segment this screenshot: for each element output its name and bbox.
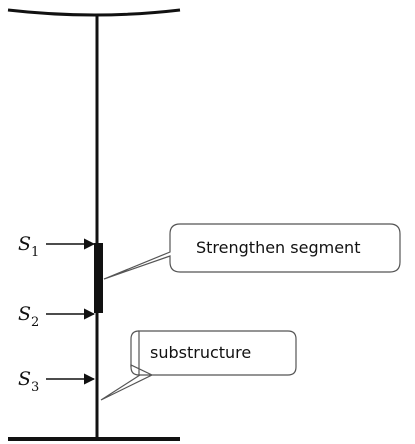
- s3-letter: S: [18, 368, 31, 390]
- strengthen-segment: [94, 243, 103, 313]
- strengthen-callout-bubble: [103, 223, 401, 280]
- s3-label: S3: [18, 368, 39, 395]
- strengthen-callout-text: Strengthen segment: [196, 238, 360, 257]
- substructure-callout-bubble: [100, 330, 297, 401]
- s2-label: S2: [18, 303, 39, 330]
- substructure-callout-text: substructure: [150, 343, 251, 362]
- top-curved-beam: [7, 8, 181, 17]
- s2-subscript: 2: [31, 315, 39, 330]
- s1-label: S1: [18, 233, 39, 260]
- s2-letter: S: [18, 303, 31, 325]
- s3-subscript: 3: [31, 380, 39, 395]
- s1-subscript: 1: [31, 245, 39, 260]
- s1-letter: S: [18, 233, 31, 255]
